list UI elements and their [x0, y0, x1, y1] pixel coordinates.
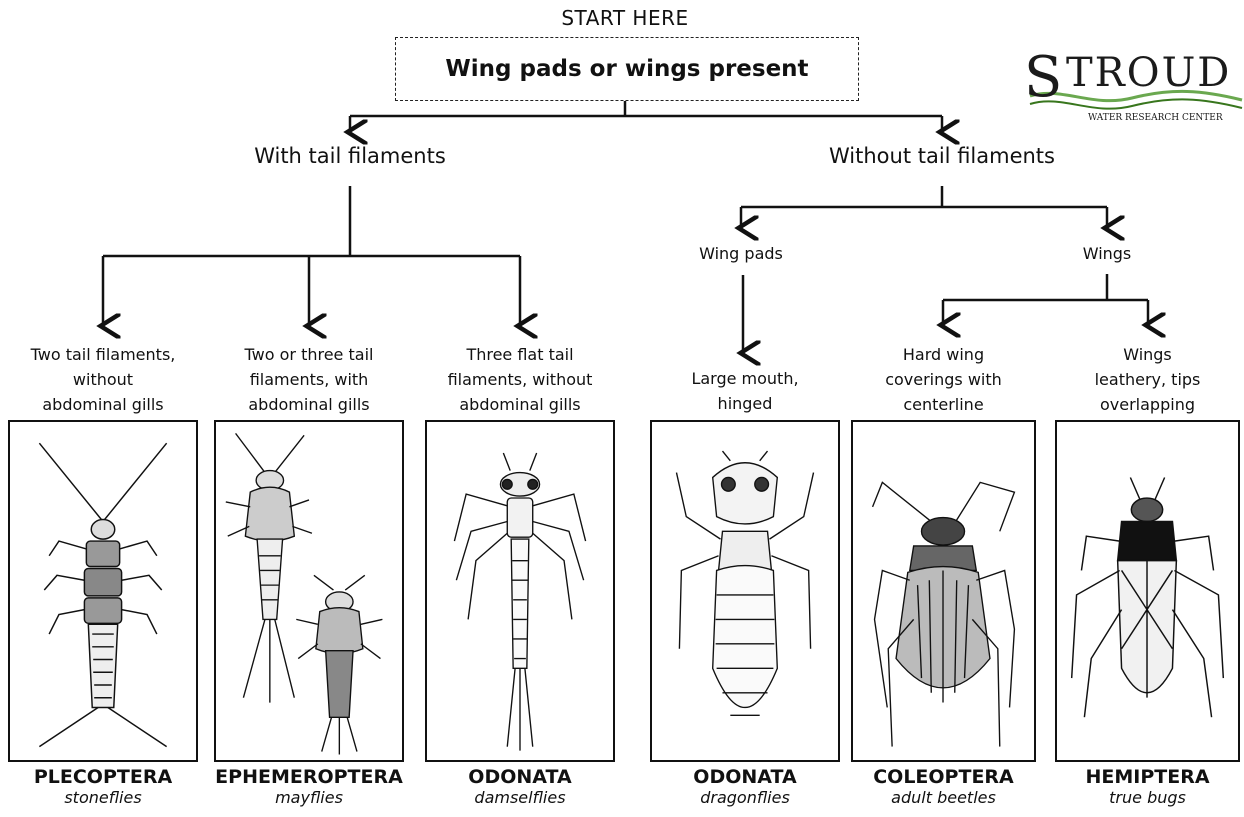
with-tail-filaments-label: With tail filaments: [200, 144, 500, 168]
order-name: COLEOPTERA: [851, 766, 1036, 788]
order-name: ODONATA: [425, 766, 615, 788]
plecoptera-card: [8, 420, 198, 762]
svg-text:S: S: [1024, 45, 1062, 110]
group-5-name: COLEOPTERA adult beetles: [851, 766, 1036, 807]
common-name: adult beetles: [851, 788, 1036, 807]
svg-text:WATER RESEARCH CENTER: WATER RESEARCH CENTER: [1088, 113, 1223, 123]
wing-pads-label: Wing pads: [681, 244, 801, 263]
root-question-box: Wing pads or wings present: [395, 37, 859, 101]
common-name: dragonflies: [650, 788, 840, 807]
damselfly-icon: [427, 422, 613, 760]
beetle-icon: [853, 422, 1034, 760]
group-4-name: ODONATA dragonflies: [650, 766, 840, 807]
start-here-label: START HERE: [540, 6, 710, 30]
stroud-logo: S TROUD WATER RESEARCH CENTER: [1022, 38, 1244, 124]
true-bug-icon: [1057, 422, 1238, 760]
without-tail-filaments-label: Without tail filaments: [792, 144, 1092, 168]
svg-text:TROUD: TROUD: [1066, 50, 1231, 96]
hemiptera-card: [1055, 420, 1240, 762]
common-name: damselflies: [425, 788, 615, 807]
order-name: PLECOPTERA: [8, 766, 198, 788]
dragonfly-icon: [652, 422, 838, 760]
order-name: EPHEMEROPTERA: [204, 766, 414, 788]
order-name: ODONATA: [650, 766, 840, 788]
group-3-name: ODONATA damselflies: [425, 766, 615, 807]
common-name: mayflies: [204, 788, 414, 807]
group-6-name: HEMIPTERA true bugs: [1055, 766, 1240, 807]
group-2-name: EPHEMEROPTERA mayflies: [204, 766, 414, 807]
common-name: stoneflies: [8, 788, 198, 807]
stroud-logo-icon: S TROUD WATER RESEARCH CENTER: [1022, 38, 1244, 124]
common-name: true bugs: [1055, 788, 1240, 807]
group-4-description: Large mouth,hinged: [650, 366, 840, 416]
coleoptera-card: [851, 420, 1036, 762]
mayfly-icon: [216, 422, 402, 760]
ephemeroptera-card: [214, 420, 404, 762]
stonefly-icon: [10, 422, 196, 760]
odonata-damselfly-card: [425, 420, 615, 762]
odonata-dragonfly-card: [650, 420, 840, 762]
root-question-label: Wing pads or wings present: [445, 56, 808, 82]
wings-label: Wings: [1057, 244, 1157, 263]
order-name: HEMIPTERA: [1055, 766, 1240, 788]
group-1-name: PLECOPTERA stoneflies: [8, 766, 198, 807]
